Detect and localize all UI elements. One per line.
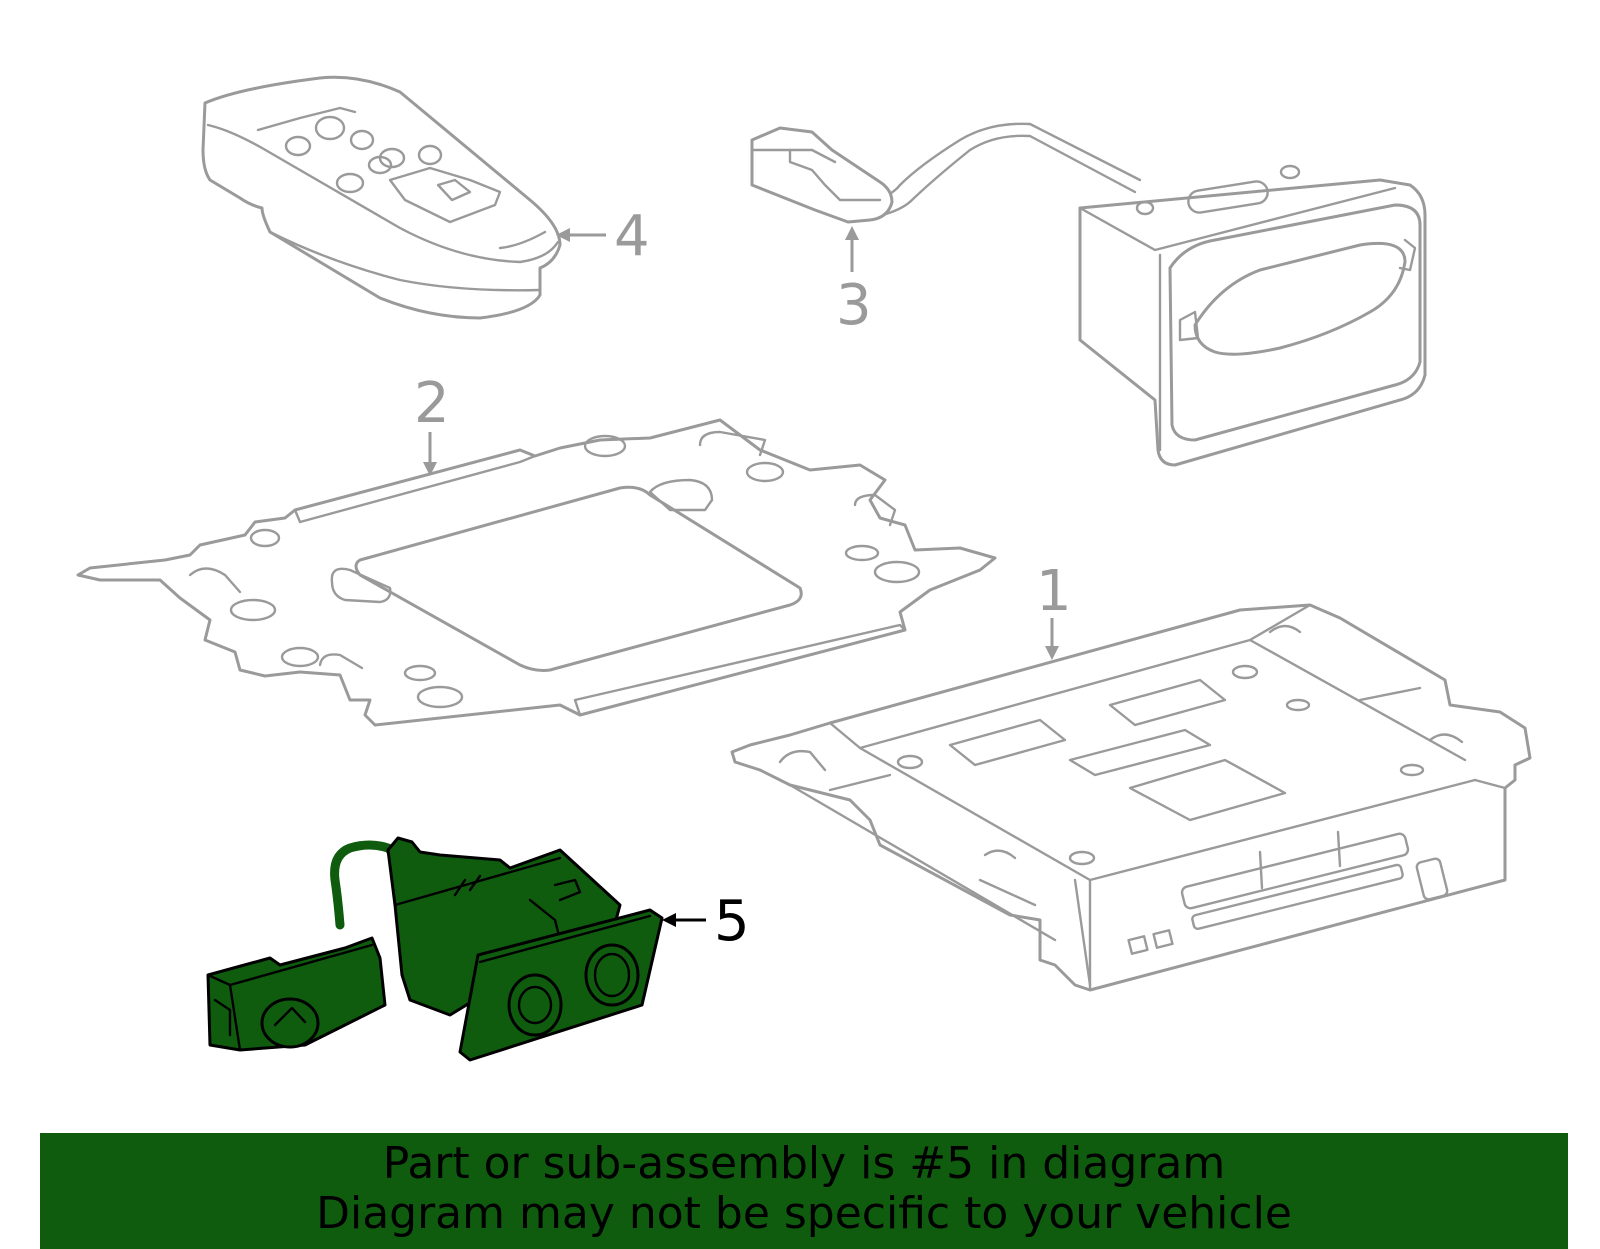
callout-4: 4 (556, 204, 650, 269)
callout-number-5: 5 (714, 889, 750, 954)
banner-part-note: Part or sub-assembly is #5 in diagram (382, 1138, 1226, 1189)
info-banner: Part or sub-assembly is #5 in diagram Di… (40, 1133, 1568, 1249)
callout-number-4: 4 (614, 204, 650, 269)
part-5-highlighted-switch (206, 836, 664, 1062)
part-2-mounting-bracket (76, 418, 997, 727)
part-4-remote-control (201, 75, 562, 320)
callout-number-1: 1 (1036, 559, 1072, 624)
callout-3: 3 (836, 226, 872, 338)
part-1-receiver-unit (730, 603, 1532, 992)
callout-1: 1 (1036, 559, 1072, 660)
callout-number-3: 3 (836, 273, 872, 338)
callout-number-2: 2 (414, 371, 450, 436)
arrowhead-2 (423, 462, 437, 476)
callout-2: 2 (414, 371, 450, 476)
part-3-switch-assembly (750, 122, 1427, 467)
banner-disclaimer: Diagram may not be specific to your vehi… (316, 1188, 1292, 1239)
arrowhead-3 (845, 226, 859, 240)
arrowhead-4 (556, 228, 570, 242)
arrowhead-5 (662, 913, 676, 927)
callout-5: 5 (662, 889, 750, 954)
arrowhead-1 (1045, 646, 1059, 660)
